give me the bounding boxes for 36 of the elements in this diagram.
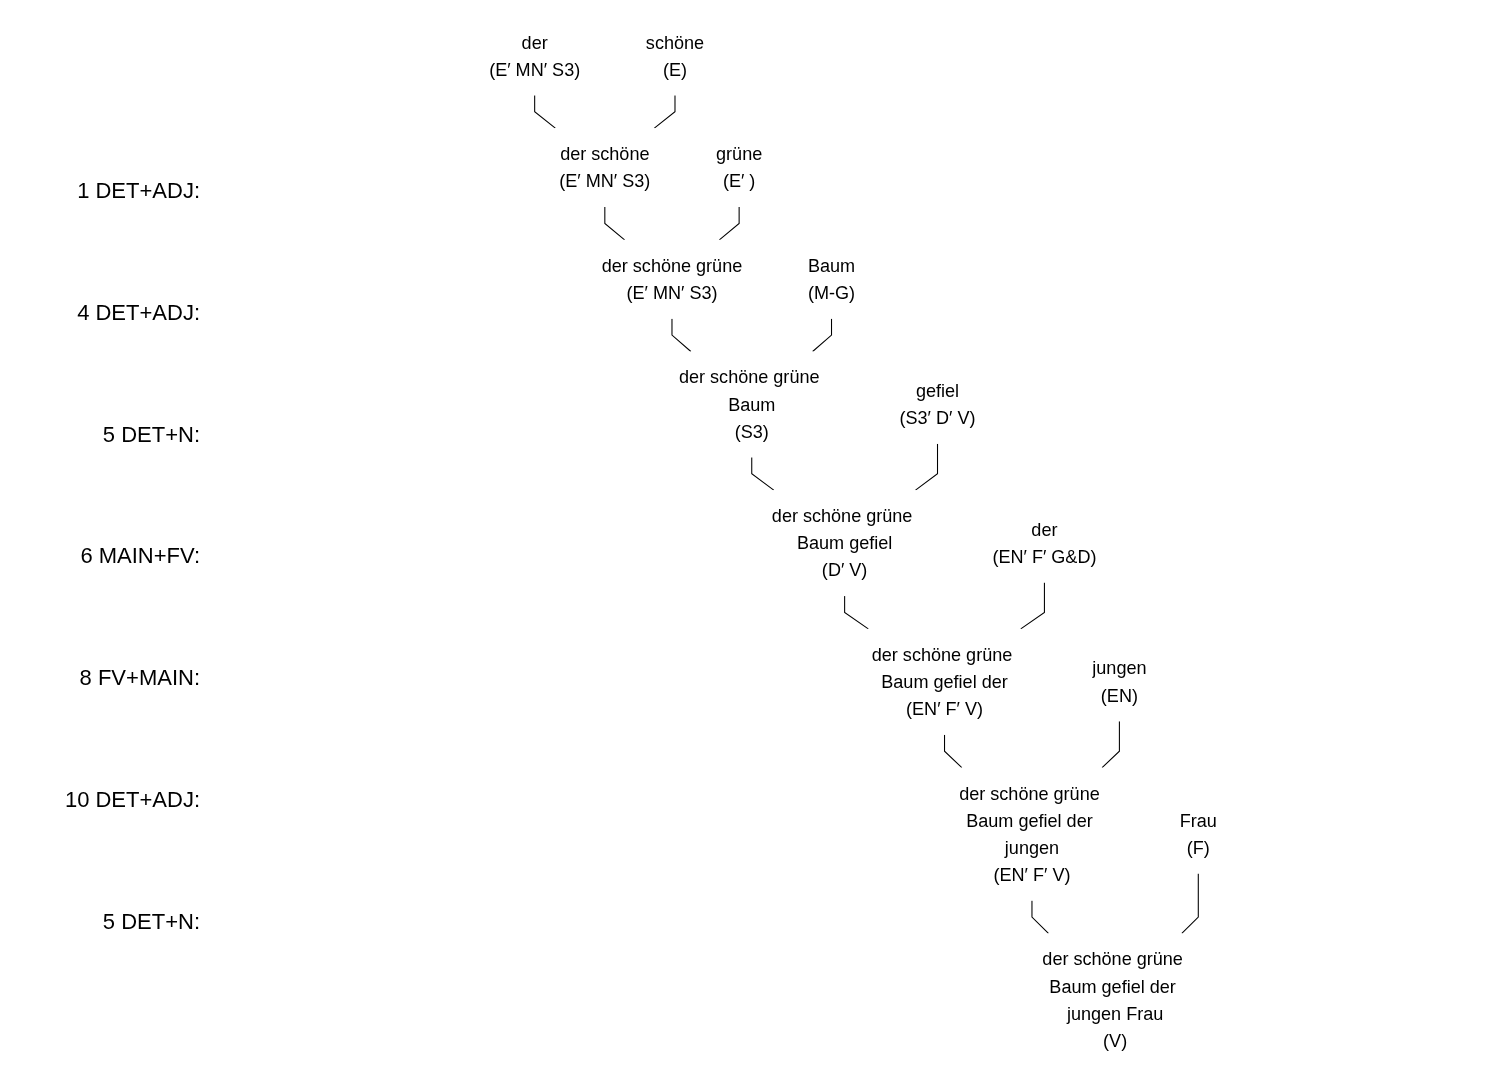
connector — [812, 318, 833, 352]
rule-label: 5 DET+N: — [101, 421, 201, 448]
rule-label: 8 FV+MAIN: — [78, 665, 201, 692]
rule-label: 5 DET+N: — [101, 909, 201, 935]
connector — [1181, 873, 1199, 934]
connector — [751, 456, 775, 491]
rule-label: 1 DET+ADJ: — [76, 177, 201, 204]
rule-label: 6 MAIN+FV: — [79, 543, 201, 570]
connector — [534, 94, 556, 129]
node-text: der schöne grüne (E′ MN′ S3) — [601, 255, 743, 304]
node-text: Frau (F) — [1179, 810, 1217, 858]
node-text: der schöne grüne Baum gefiel (D′ V) — [771, 505, 913, 581]
connector — [1020, 582, 1045, 630]
rule-label: 10 DET+ADJ: — [63, 787, 201, 814]
connector — [653, 94, 676, 129]
connector — [604, 206, 626, 241]
rule-label: 4 DET+ADJ: — [76, 299, 201, 326]
connector — [1101, 720, 1120, 769]
node-text: Baum (M-G) — [807, 255, 856, 304]
node-text: der schöne (E′ MN′ S3) — [559, 143, 651, 192]
node-text: der schöne grüne Baum gefiel der (EN′ F′ V) — [871, 644, 1013, 720]
connector — [915, 443, 939, 491]
connector — [944, 734, 963, 769]
node-text: der schöne grüne Baum gefiel der jungen (EN′ F′ V) — [959, 783, 1100, 886]
node-text: der schöne grüne Baum (S3) — [678, 367, 820, 442]
node-text: der schöne grüne Baum gefiel der jungen Frau (V) — [1042, 949, 1183, 1051]
connector — [718, 206, 740, 241]
connector — [1031, 900, 1049, 934]
connector — [844, 595, 869, 630]
node-text: der (EN′ F′ G&D) — [992, 519, 1097, 567]
node-text: grüne (E′ ) — [716, 143, 763, 192]
node-text: gefiel (S3′ D′ V) — [899, 380, 976, 429]
node-text: der (E′ MN′ S3) — [489, 32, 581, 80]
connector — [671, 318, 692, 352]
node-text: schöne (E) — [645, 32, 705, 80]
node-text: jungen (EN) — [1092, 658, 1147, 706]
